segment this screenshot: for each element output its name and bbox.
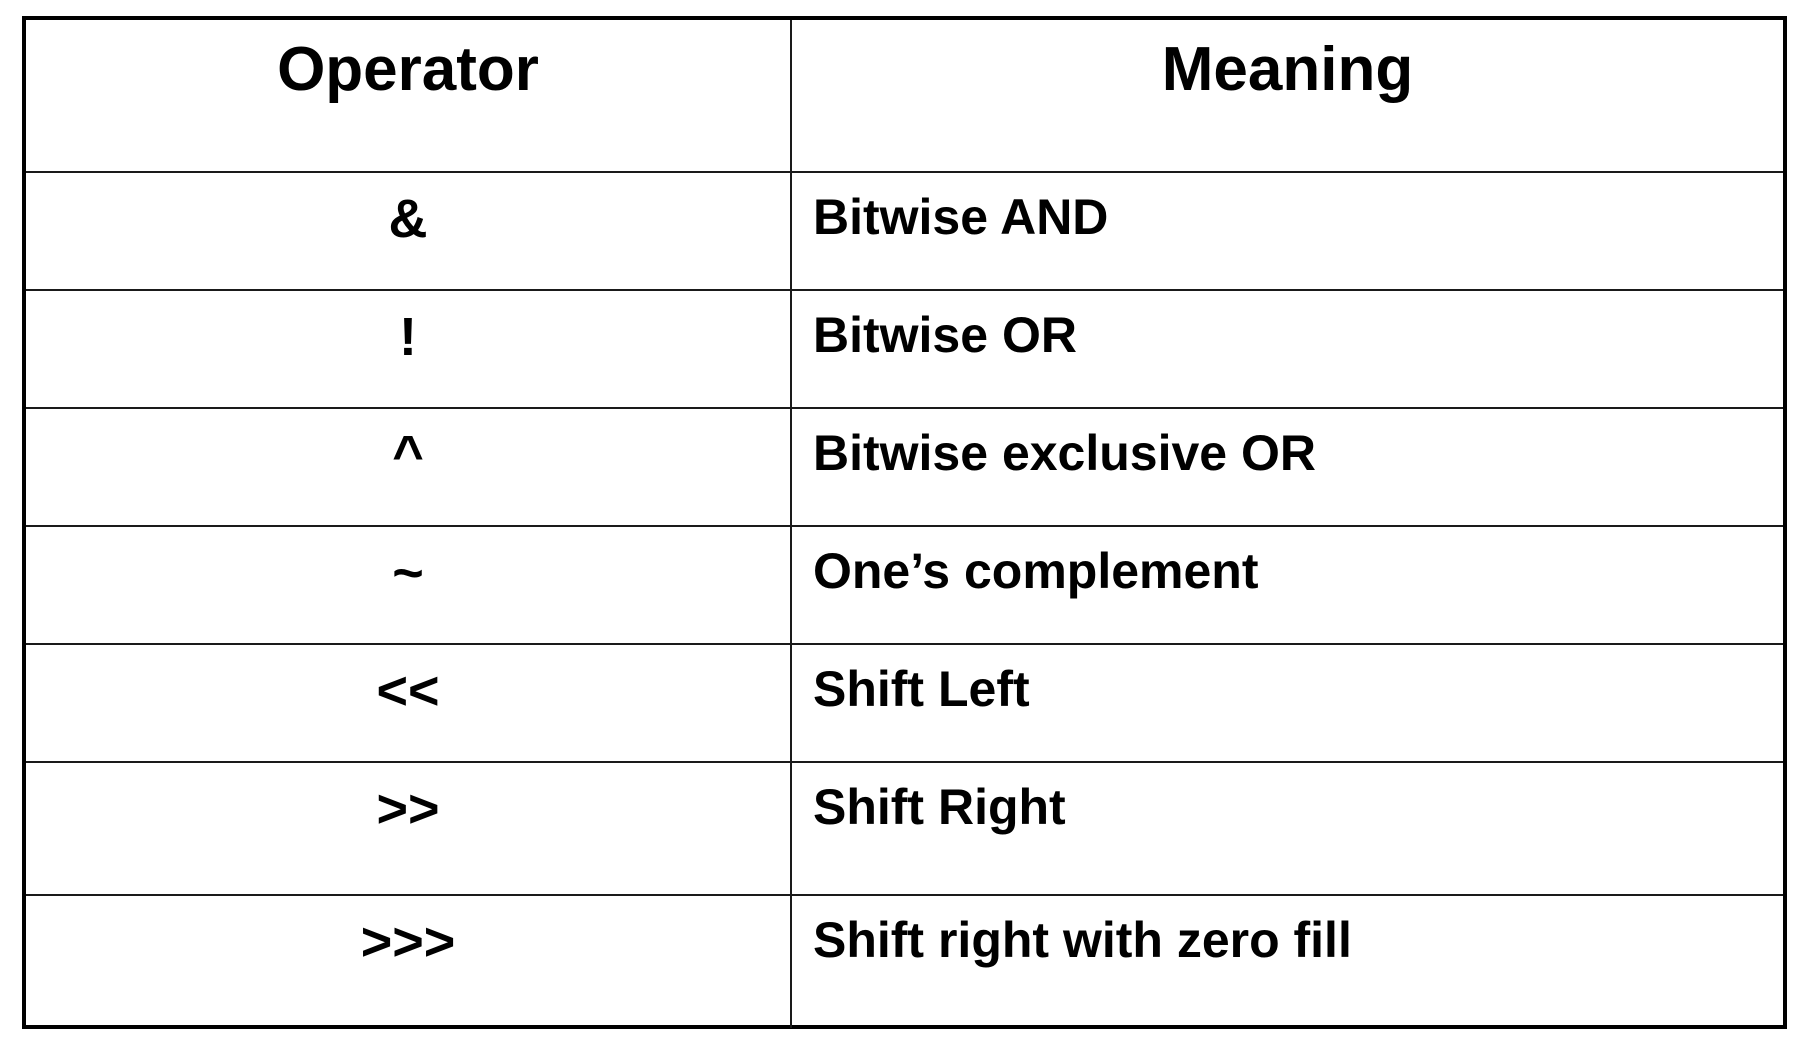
operator-cell: ^ [26,407,792,527]
meaning-cell: Bitwise AND [790,171,1783,291]
operator-cell: ! [26,289,792,409]
column-header-meaning: Meaning [790,20,1783,173]
meaning-cell: Shift right with zero fill [790,894,1783,1028]
operator-cell: & [26,171,792,291]
table-row: ! Bitwise OR [26,289,1783,409]
operator-cell: ~ [26,525,792,645]
table-row: << Shift Left [26,643,1783,763]
meaning-cell: Shift Right [790,761,1783,896]
operator-cell: >> [26,761,792,896]
table-row: >>> Shift right with zero fill [26,894,1783,1028]
table-row: ~ One’s complement [26,525,1783,645]
operators-table-container: Operator Meaning & Bitwise AND ! Bitwise… [22,16,1787,1029]
meaning-cell: Bitwise exclusive OR [790,407,1783,527]
meaning-cell: One’s complement [790,525,1783,645]
table-row: ^ Bitwise exclusive OR [26,407,1783,527]
table-row: & Bitwise AND [26,171,1783,291]
column-header-operator: Operator [26,20,792,173]
operators-table: Operator Meaning & Bitwise AND ! Bitwise… [26,20,1783,1028]
operator-cell: >>> [26,894,792,1028]
table-row: >> Shift Right [26,761,1783,896]
operator-cell: << [26,643,792,763]
meaning-cell: Bitwise OR [790,289,1783,409]
meaning-cell: Shift Left [790,643,1783,763]
table-header-row: Operator Meaning [26,20,1783,173]
